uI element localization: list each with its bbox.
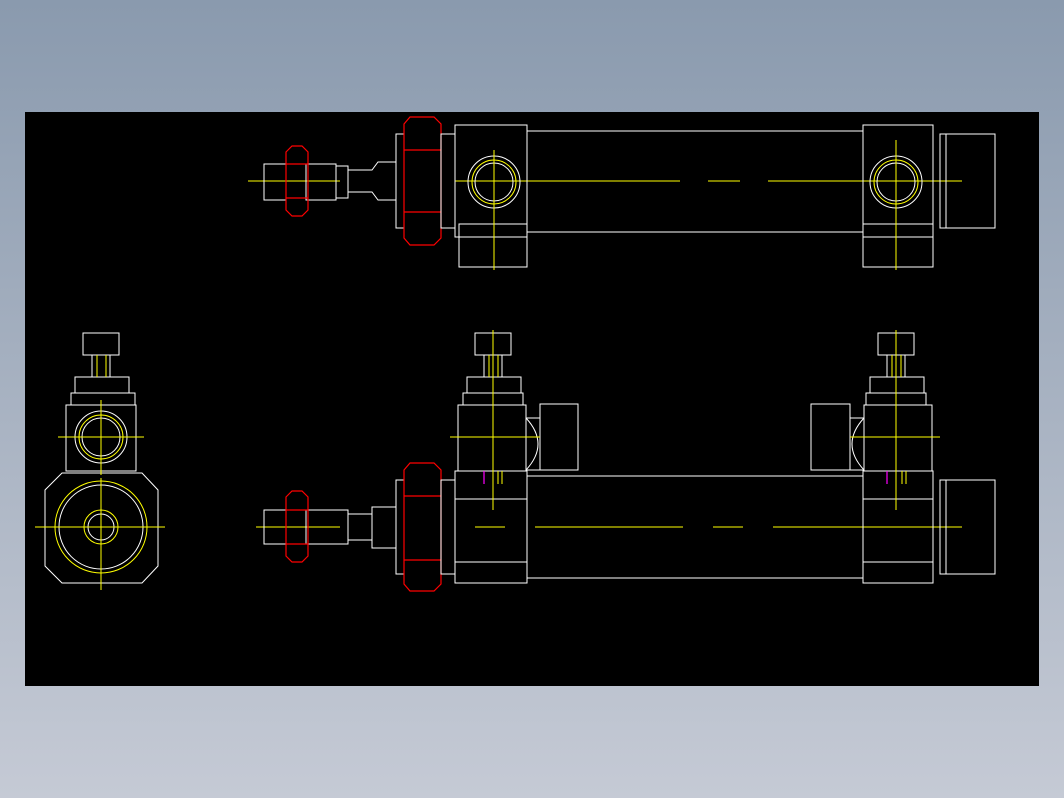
top-rod-nut — [285, 145, 309, 217]
top-front-cap — [440, 124, 528, 268]
front-view — [256, 330, 996, 592]
front-rod-nut — [285, 490, 309, 563]
end-view-body — [44, 472, 159, 584]
top-view — [248, 116, 996, 270]
top-mount-nut — [403, 116, 442, 246]
top-barrel — [527, 130, 863, 233]
front-barrel — [527, 475, 863, 579]
front-cap-marker-2 — [497, 471, 503, 484]
rear-cap-marker-2 — [901, 471, 907, 484]
end-view-centerlines — [35, 400, 165, 590]
end-view — [35, 332, 165, 590]
front-mount-nut — [403, 462, 442, 592]
top-rear-cap — [862, 124, 996, 268]
cad-drawing[interactable] — [25, 112, 1039, 686]
rear-cap-valve — [810, 332, 933, 472]
front-cap-valve — [457, 332, 579, 472]
cad-drawing-viewport[interactable] — [25, 112, 1039, 686]
